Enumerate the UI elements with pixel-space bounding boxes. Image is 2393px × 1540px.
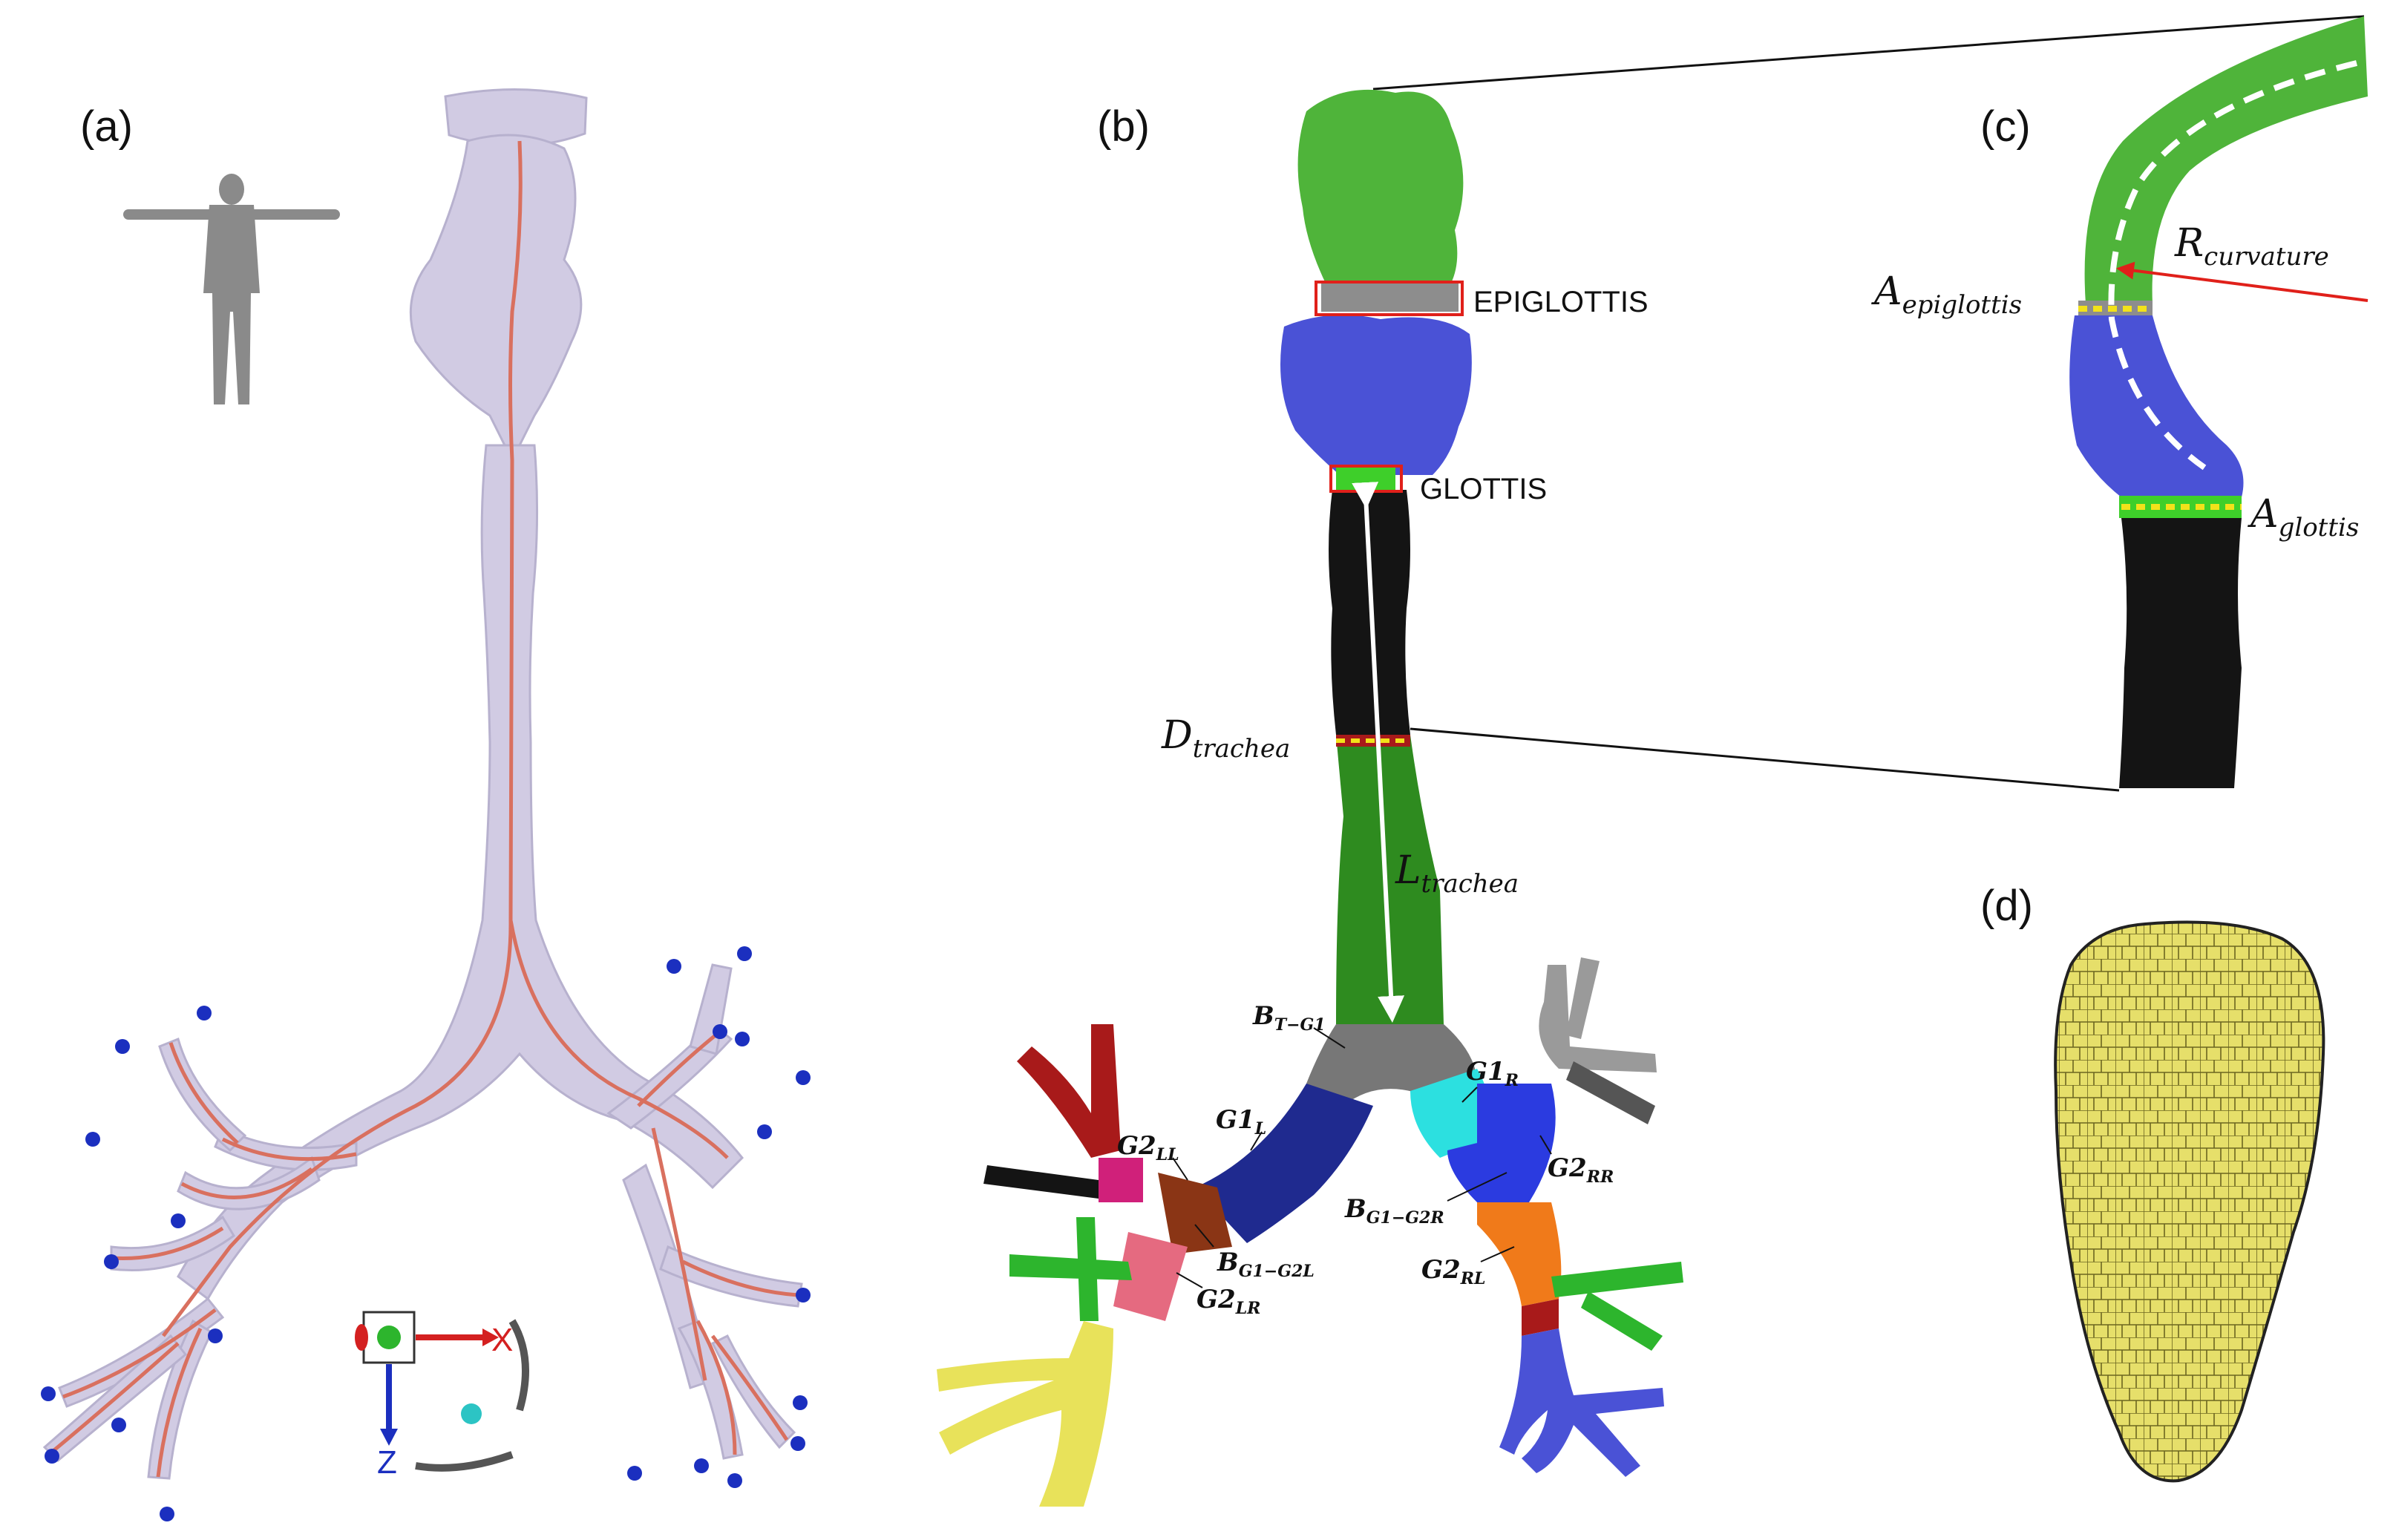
g2-lr-label: G2LR bbox=[1196, 1285, 1260, 1318]
zoom-green-airway bbox=[2084, 16, 2368, 304]
rotate-arrow-icon bbox=[508, 1319, 529, 1412]
right-main-bronchus bbox=[1410, 1069, 1488, 1158]
right-upper-dark-branch bbox=[1566, 1061, 1655, 1124]
left-black-branch bbox=[983, 1165, 1099, 1199]
right-lower-blue-branch bbox=[1499, 1328, 1664, 1477]
glottis-band bbox=[1336, 468, 1395, 490]
panel-a-label: (a) bbox=[80, 102, 133, 151]
x-axis-label: X bbox=[491, 1322, 513, 1358]
panel-d: (d) bbox=[1980, 882, 2325, 1483]
airway-centerline bbox=[49, 140, 799, 1478]
panel-b: (b) bbox=[937, 15, 2365, 1507]
l-trachea-label: Ltrachea bbox=[1395, 848, 1519, 899]
left-magenta-node bbox=[1099, 1158, 1143, 1202]
g2-ll-label: G2LL bbox=[1117, 1131, 1179, 1164]
g2-rr-label: G2RR bbox=[1548, 1153, 1614, 1187]
left-main-bronchus bbox=[1195, 1084, 1373, 1243]
epiglottis-label: EPIGLOTTIS bbox=[1473, 286, 1649, 318]
branch-endpoints bbox=[41, 946, 811, 1521]
glottis-label: GLOTTIS bbox=[1420, 473, 1547, 505]
left-upper-red-branch bbox=[1017, 1024, 1121, 1158]
epiglottis-band bbox=[1321, 284, 1459, 312]
b-g1-g2l-label: BG1−G2L bbox=[1217, 1248, 1315, 1281]
d-trachea-label: Dtrachea bbox=[1161, 713, 1290, 764]
axis-triad: X Z bbox=[355, 1311, 529, 1481]
a-glottis-label: Aglottis bbox=[2248, 492, 2359, 543]
panel-d-label: (d) bbox=[1980, 882, 2033, 930]
a-epiglottis-label: Aepiglottis bbox=[1871, 269, 2022, 320]
zoom-line-bottom bbox=[1410, 727, 2120, 792]
right-red-segment bbox=[1522, 1299, 1559, 1336]
b-t-g1-label: BT−G1 bbox=[1252, 1001, 1326, 1035]
g2-rl-label: G2RL bbox=[1421, 1255, 1485, 1288]
epiglottis-box bbox=[1315, 281, 1464, 316]
left-yellow-branch bbox=[937, 1321, 1113, 1507]
zoom-larynx-blue bbox=[2069, 315, 2244, 497]
airway-model-translucent bbox=[42, 88, 803, 1480]
rotate-arrow-icon-2 bbox=[415, 1451, 514, 1472]
right-orange-branch bbox=[1477, 1202, 1562, 1306]
zoom-line-top bbox=[1372, 15, 2365, 91]
b-g1-g2r-label: BG1−G2R bbox=[1344, 1194, 1444, 1228]
human-figure-icon bbox=[123, 174, 340, 404]
left-brown-branch bbox=[1158, 1173, 1232, 1254]
z-axis-label: Z bbox=[377, 1444, 397, 1481]
panel-c: (c) Rcurvature Aepiglottis Aglottis bbox=[1871, 16, 2369, 788]
right-bronchus-blue bbox=[1447, 1084, 1556, 1202]
right-green-branch bbox=[1551, 1262, 1683, 1351]
g1-l-label: G1L bbox=[1216, 1105, 1266, 1138]
zoom-trachea-black bbox=[2119, 518, 2242, 788]
r-curvature-arrow bbox=[2116, 261, 2369, 302]
panel-b-label: (b) bbox=[1097, 102, 1150, 151]
panel-a: (a) bbox=[41, 88, 811, 1521]
r-curvature-label: Rcurvature bbox=[2174, 221, 2329, 272]
upper-airway-green bbox=[1297, 89, 1464, 289]
cross-section-mesh bbox=[2054, 920, 2325, 1483]
left-green-branch bbox=[1009, 1217, 1132, 1321]
larynx-blue bbox=[1280, 315, 1472, 475]
left-pink-branch bbox=[1113, 1232, 1188, 1321]
zoom-centerline bbox=[2108, 60, 2357, 471]
g1-r-label: G1R bbox=[1466, 1057, 1519, 1090]
trachea-length-arrow bbox=[1352, 482, 1405, 1023]
right-upper-gray-branch bbox=[1539, 957, 1657, 1072]
panel-c-label: (c) bbox=[1980, 102, 2031, 151]
